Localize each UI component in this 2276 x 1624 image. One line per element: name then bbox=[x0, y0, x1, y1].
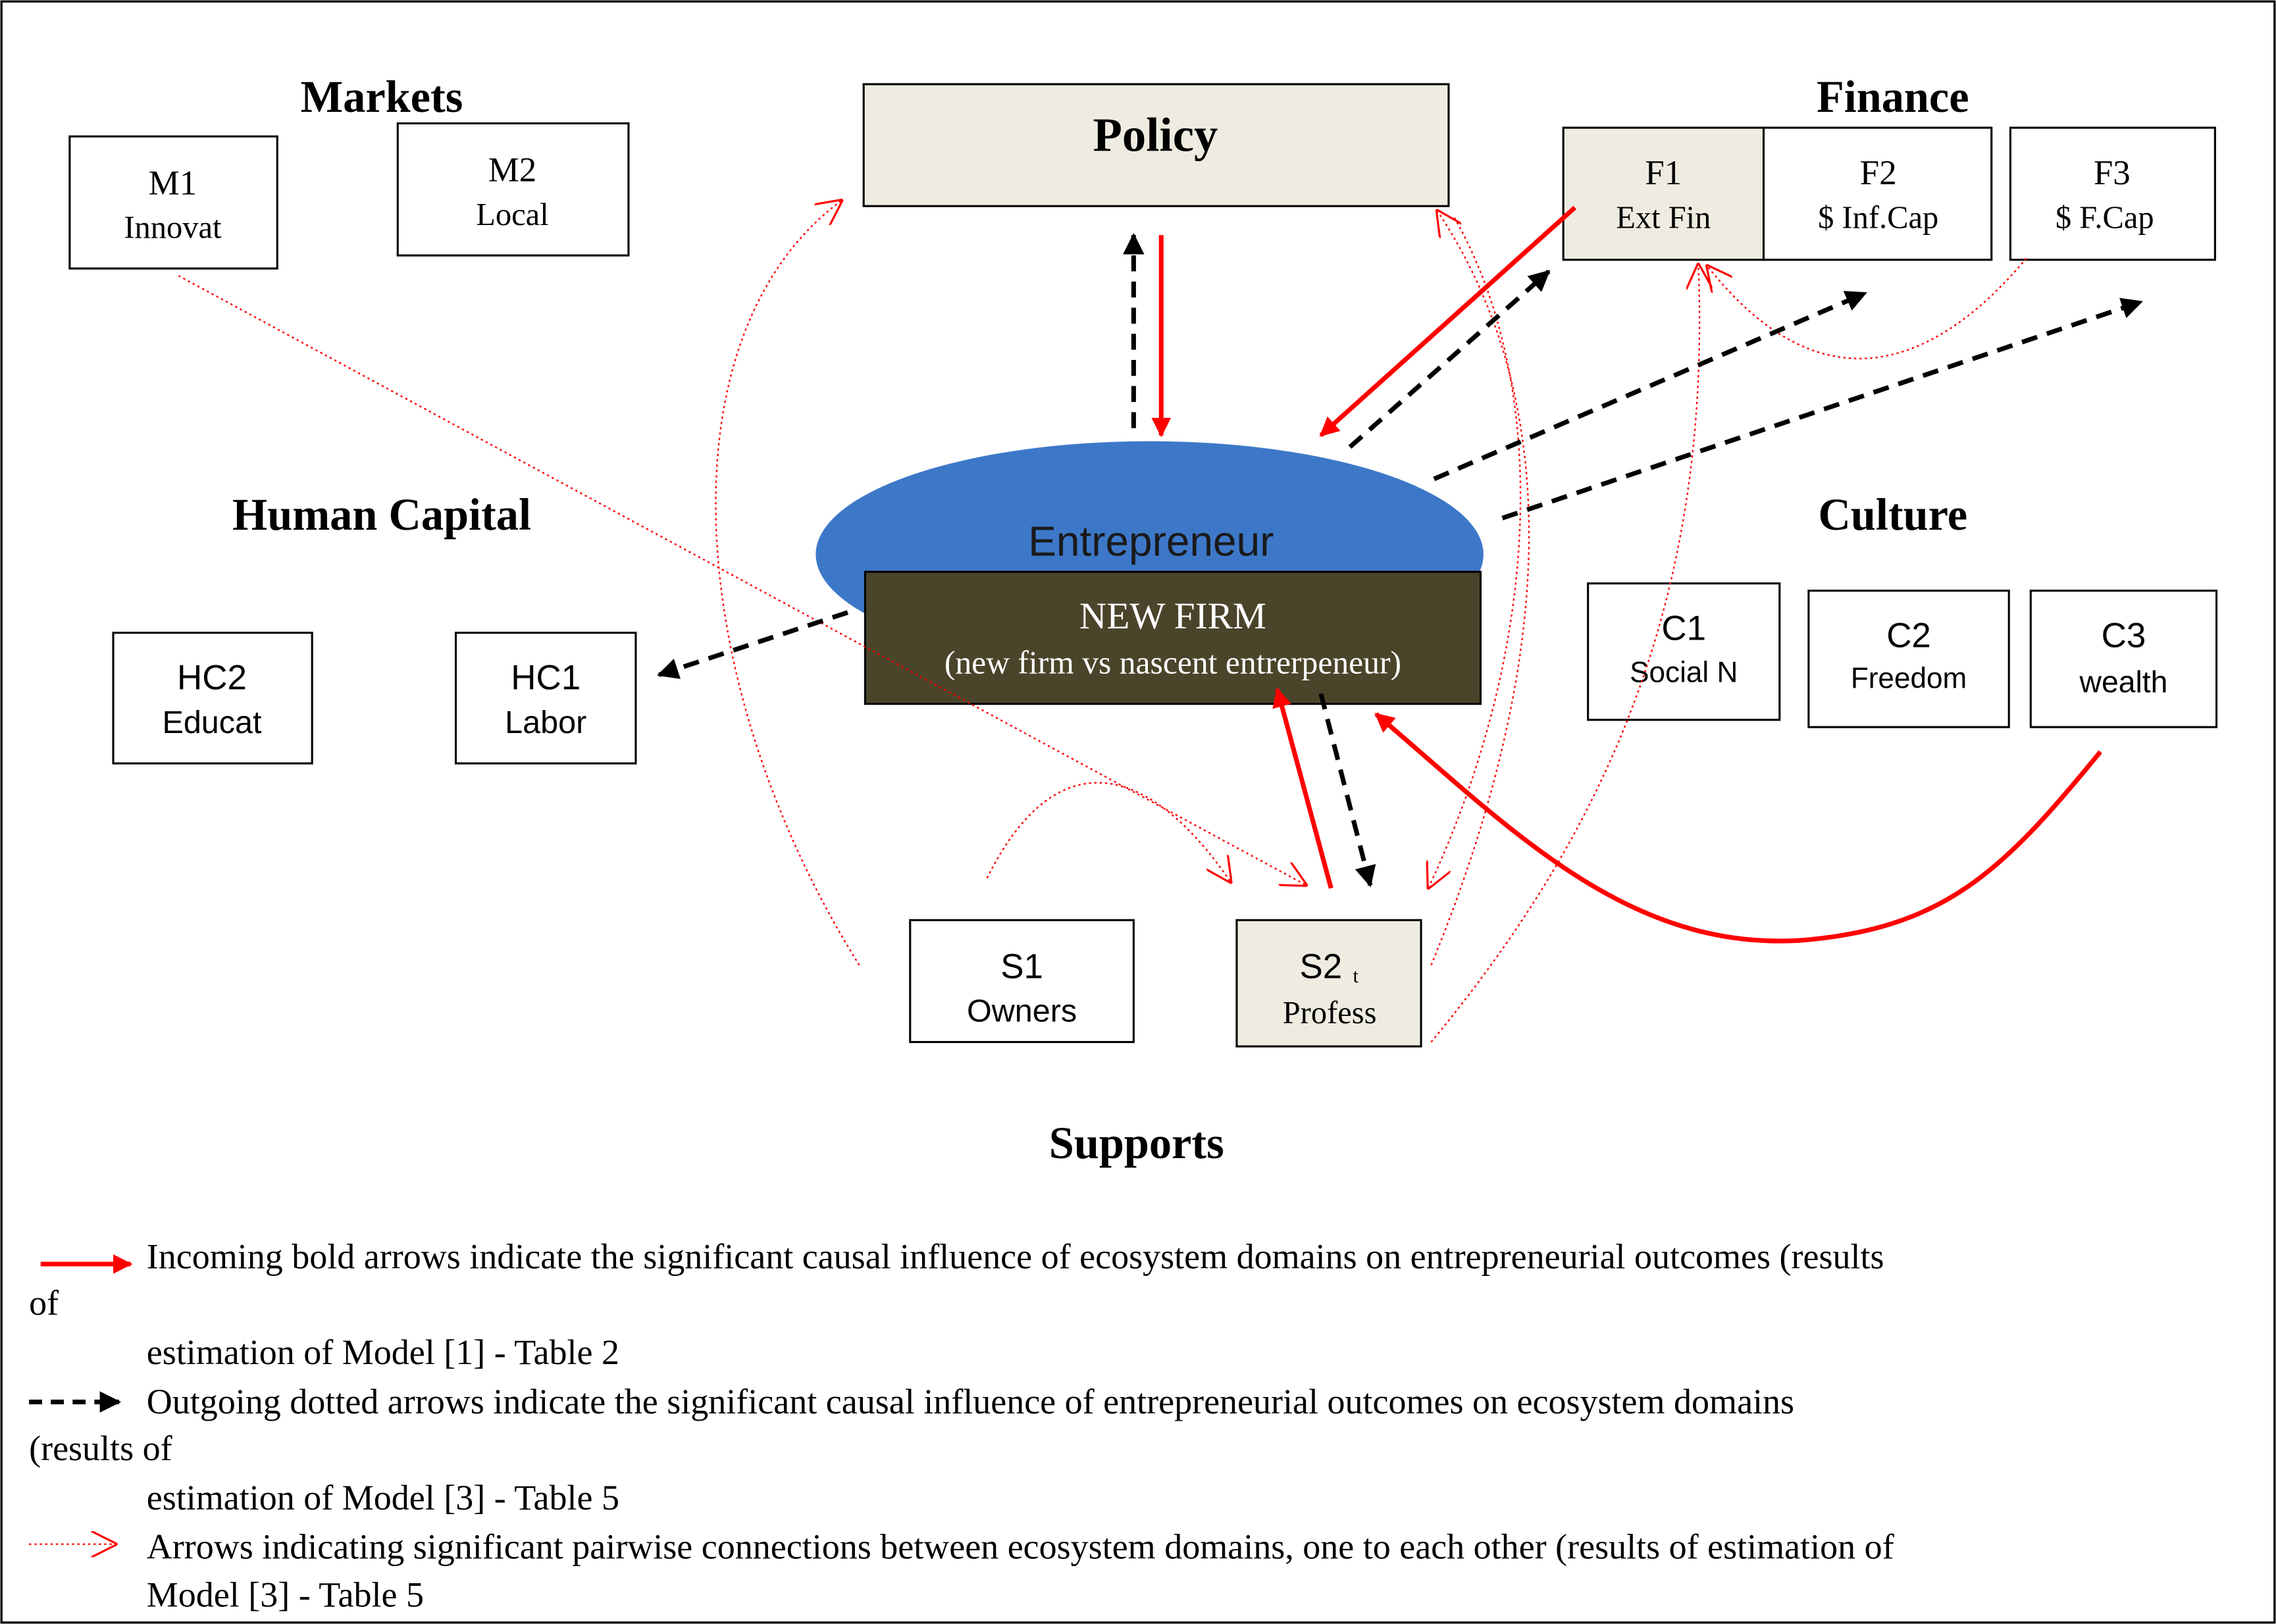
pairwise-arrow-m1-to-s2 bbox=[178, 274, 1306, 885]
f1-sub: Ext Fin bbox=[1616, 200, 1711, 235]
f1-title: F1 bbox=[1645, 154, 1682, 192]
new-firm-label: NEW FIRM bbox=[1079, 596, 1266, 637]
c1-sub: Social N bbox=[1630, 657, 1738, 689]
finance-heading: Finance bbox=[1817, 72, 1969, 122]
outgoing-arrow-to-hc1 bbox=[657, 610, 849, 679]
f2-node: F2 $ Inf.Cap bbox=[1762, 126, 1993, 261]
markets-heading: Markets bbox=[301, 72, 463, 122]
new-firm-box bbox=[864, 571, 1482, 705]
c1-node: C1 Social N bbox=[1587, 582, 1781, 721]
hc1-box bbox=[454, 632, 637, 765]
s2-box bbox=[1235, 919, 1422, 1048]
legend-pairwise-line2: Model [3] - Table 5 bbox=[147, 1575, 424, 1615]
legend-outgoing-line3: estimation of Model [3] - Table 5 bbox=[147, 1478, 619, 1517]
m2-node: M2 Local bbox=[396, 122, 630, 257]
f3-box bbox=[2009, 126, 2216, 261]
human-capital-heading: Human Capital bbox=[232, 490, 531, 540]
s1-title: S1 bbox=[1000, 948, 1043, 986]
f3-node: F3 $ F.Cap bbox=[2009, 126, 2216, 261]
pairwise-arrow-s1-to-s2 bbox=[986, 782, 1231, 882]
hc1-title: HC1 bbox=[511, 659, 581, 698]
hc1-sub: Labor bbox=[505, 705, 586, 740]
c2-sub: Freedom bbox=[1851, 662, 1967, 694]
c3-sub: wealth bbox=[2079, 665, 2168, 699]
c2-node: C2 Freedom bbox=[1807, 590, 2010, 728]
pairwise-arrow-f3-to-f1 bbox=[1707, 257, 2027, 359]
m2-box bbox=[396, 122, 630, 257]
hc2-title: HC2 bbox=[177, 659, 247, 698]
s2-sub: Profess bbox=[1283, 996, 1377, 1030]
c1-title: C1 bbox=[1661, 609, 1706, 648]
f2-box bbox=[1762, 126, 1993, 261]
outgoing-arrow-to-f3 bbox=[1501, 297, 2143, 520]
m1-box bbox=[68, 135, 278, 270]
s1-node: S1 Owners bbox=[909, 919, 1135, 1044]
incoming-arrow-from-f1 bbox=[1319, 205, 1577, 438]
f3-title: F3 bbox=[2094, 154, 2131, 192]
legend-pairwise-line1: Arrows indicating significant pairwise c… bbox=[147, 1527, 1894, 1567]
m1-sub: Innovat bbox=[124, 211, 222, 245]
s2-subscript: t bbox=[1353, 964, 1359, 987]
culture-heading: Culture bbox=[1818, 490, 1967, 540]
pairwise-arrows bbox=[178, 200, 2027, 1043]
incoming-arrow-from-c3 bbox=[1374, 712, 2102, 944]
c1-box bbox=[1587, 582, 1781, 721]
m2-sub: Local bbox=[476, 197, 548, 232]
hc2-node: HC2 Educat bbox=[112, 632, 313, 765]
hc2-sub: Educat bbox=[162, 705, 262, 740]
c3-node: C3 wealth bbox=[2029, 590, 2218, 728]
entrepreneur-label: Entrepreneur bbox=[1028, 518, 1274, 565]
outgoing-arrows bbox=[657, 233, 2143, 888]
c2-title: C2 bbox=[1886, 617, 1931, 655]
c2-box bbox=[1807, 590, 2010, 728]
outgoing-arrow-to-f1 bbox=[1348, 269, 1551, 449]
new-firm-sublabel: (new firm vs nascent entrerpeneur) bbox=[944, 644, 1401, 680]
f2-title: F2 bbox=[1860, 154, 1897, 192]
s1-sub: Owners bbox=[967, 994, 1077, 1029]
outgoing-arrow-to-s2 bbox=[1318, 693, 1376, 888]
m2-title: M2 bbox=[488, 151, 537, 190]
pairwise-arrow-s1-to-policy bbox=[715, 200, 860, 966]
s2-node: S2 t Profess bbox=[1235, 919, 1422, 1048]
pairwise-arrow-s2-to-f1 bbox=[1430, 264, 1699, 1043]
legend-incoming-line2: of bbox=[29, 1283, 59, 1323]
c3-box bbox=[2029, 590, 2218, 728]
outgoing-arrow-to-f2 bbox=[1433, 291, 1867, 482]
f1-box bbox=[1562, 126, 1765, 261]
legend-incoming-line3: estimation of Model [1] - Table 2 bbox=[147, 1332, 619, 1372]
f1-node: F1 Ext Fin bbox=[1562, 126, 1765, 261]
incoming-arrows bbox=[1151, 205, 2102, 944]
s1-box bbox=[909, 919, 1135, 1044]
incoming-arrow-from-s2 bbox=[1272, 687, 1333, 889]
f3-sub: $ F.Cap bbox=[2056, 200, 2154, 235]
legend-incoming-line1: Incoming bold arrows indicate the signif… bbox=[147, 1237, 1884, 1277]
f2-sub: $ Inf.Cap bbox=[1818, 200, 1938, 235]
legend-outgoing-line1: Outgoing dotted arrows indicate the sign… bbox=[147, 1382, 1794, 1421]
s2-title: S2 bbox=[1300, 948, 1343, 986]
supports-heading: Supports bbox=[1049, 1118, 1224, 1168]
hc2-box bbox=[112, 632, 313, 765]
legend-outgoing-line2: (results of bbox=[29, 1429, 172, 1468]
legend: Incoming bold arrows indicate the signif… bbox=[29, 1237, 1894, 1615]
pairwise-arrow-s2-to-policy bbox=[1430, 211, 1530, 966]
hc1-node: HC1 Labor bbox=[454, 632, 637, 765]
m1-title: M1 bbox=[149, 165, 197, 203]
policy-box bbox=[862, 83, 1450, 207]
c3-title: C3 bbox=[2102, 617, 2146, 655]
pairwise-arrow-policy-to-s2 bbox=[1428, 217, 1522, 888]
m1-node: M1 Innovat bbox=[68, 135, 278, 270]
policy-label: Policy bbox=[1093, 108, 1218, 161]
